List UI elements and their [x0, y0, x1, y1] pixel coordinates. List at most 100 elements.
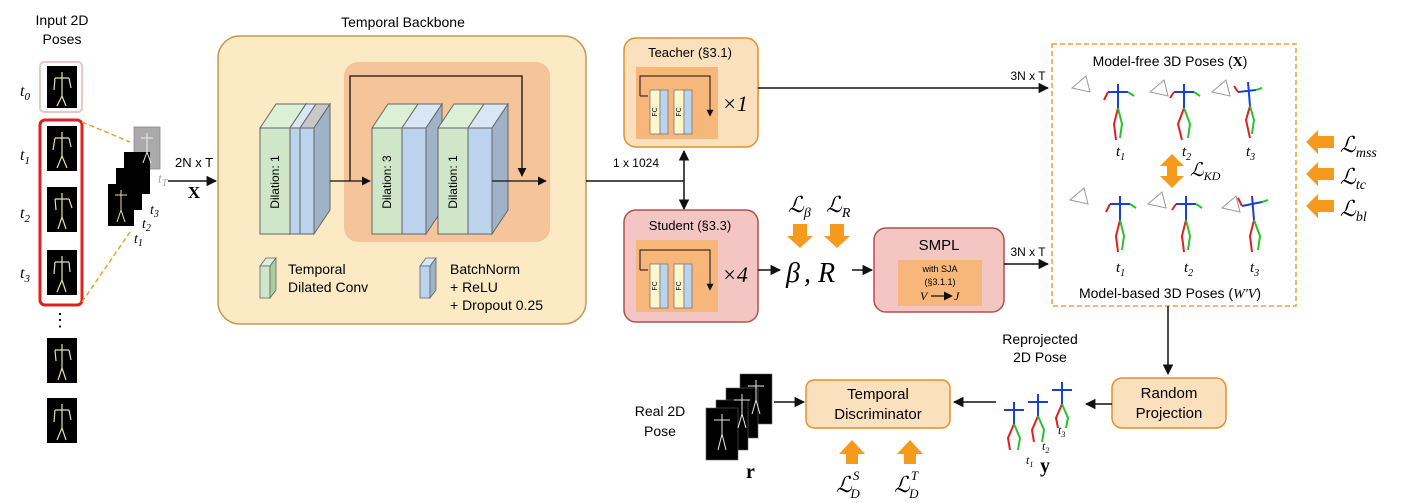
legend-bn: BatchNorm + ReLU + Dropout 0.25: [419, 256, 543, 313]
reprojected-line1: Reprojected: [1002, 331, 1078, 347]
mf-label-t3: t3: [1246, 144, 1255, 163]
reproj-label-t1: t1: [1026, 453, 1033, 469]
skip-connection: [349, 75, 527, 181]
svg-text:FC: FC: [676, 281, 683, 290]
loss-tc: ℒtc: [1340, 164, 1367, 193]
input-title-line2: Poses: [43, 31, 82, 47]
student-title: Student (§3.3): [649, 218, 731, 233]
input-skeletons: [52, 72, 73, 441]
edge-teacher-out: 3N x T: [1010, 69, 1046, 83]
smpl-inner-line1: with SJA: [921, 264, 957, 274]
teacher-title: Teacher (§3.1): [648, 45, 732, 60]
mb-label-t1: t1: [1116, 260, 1125, 279]
arrow-loss-bl: [1306, 194, 1334, 218]
legend-bn-line3: + Dropout 0.25: [450, 297, 543, 313]
legend-conv-line2: Dilated Conv: [288, 279, 368, 295]
down-arrow-beta: [787, 224, 813, 248]
reprojected-skeletons: [1004, 382, 1072, 451]
shape-pose-params: ℒβ ℒR β , R: [785, 192, 851, 289]
reprojected-pose: Reprojected 2D Pose t1 t2 t3 y: [1002, 331, 1078, 477]
block3-label: Dilation: 1: [446, 155, 460, 209]
reproj-label-t2: t2: [1042, 439, 1049, 455]
edge-input-var: X: [188, 183, 201, 202]
real-pose-var: r: [746, 461, 755, 483]
conv-block-2: Dilation: 3: [371, 102, 443, 236]
edge-smpl-out: 3N x T: [1010, 245, 1046, 259]
real-pose-line2: Pose: [644, 423, 676, 439]
svg-text:,: ,: [804, 258, 811, 289]
smpl-inner: [898, 260, 982, 306]
real-pose: Real 2D Pose r: [635, 373, 773, 483]
more-frames-dots: ⋮: [51, 310, 69, 330]
loss-bl: ℒbl: [1340, 196, 1367, 225]
frame-t0-highlight: [39, 61, 83, 113]
mf-label-t1: t1: [1116, 144, 1125, 163]
mb-label-t2: t2: [1184, 260, 1193, 279]
stack-label-tT: tT: [158, 172, 169, 189]
stack-label-t1: t1: [134, 232, 143, 249]
up-arrow-loss-t: [897, 440, 923, 464]
block1-label: Dilation: 1: [268, 155, 282, 209]
edge-input-dim: 2N x T: [175, 155, 213, 170]
projection-line2: Projection: [1136, 405, 1203, 422]
smpl-title: SMPL: [919, 237, 960, 254]
conv-block-3: Dilation: 1: [437, 102, 509, 236]
svg-text:FC: FC: [652, 281, 659, 290]
svg-text:FC: FC: [652, 107, 659, 116]
student-times: ×4: [722, 262, 748, 287]
stacked-input-frames: [108, 126, 161, 226]
conv-block-1: Dilation: 1: [259, 102, 331, 236]
legend-conv: Temporal Dilated Conv: [259, 256, 368, 300]
discriminator-line1: Temporal: [847, 386, 909, 403]
model-based-skeletons: [1105, 195, 1269, 253]
teacher-times: ×1: [722, 91, 748, 116]
smpl-v: V: [920, 289, 929, 303]
dashed-link-top: [81, 121, 131, 143]
dashed-link-bottom: [81, 231, 131, 303]
label-t2: t2: [20, 205, 30, 225]
model-based-title: Model-based 3D Poses (W′V): [1079, 285, 1261, 302]
stack-label-t2: t2: [142, 217, 151, 234]
reprojected-var: y: [1040, 455, 1050, 477]
loss-kd: ℒKD: [1190, 160, 1221, 183]
right-losses: ℒmss ℒtc ℒbl: [1306, 130, 1377, 225]
mb-label-t3: t3: [1250, 260, 1259, 279]
kd-double-arrow: [1160, 154, 1184, 188]
camera-icons: [1068, 75, 1241, 213]
legend-conv-line1: Temporal: [288, 261, 346, 277]
input-title-line1: Input 2D: [36, 12, 89, 28]
label-t0: t0: [20, 83, 30, 103]
smpl-inner-line2: (§3.1.1): [924, 277, 955, 287]
model-free-skeletons: [1103, 81, 1263, 141]
edge-backbone-out: 1 x 1024: [613, 156, 659, 170]
label-t1: t1: [20, 147, 30, 167]
input-poses-column: Input 2D Poses t0 t1 t2 t3 ⋮: [20, 12, 169, 443]
smpl-j: J: [954, 289, 960, 303]
real-pose-line1: Real 2D: [635, 403, 686, 419]
arrow-loss-mss: [1306, 130, 1334, 154]
legend-bn-line1: BatchNorm: [450, 261, 520, 277]
discriminator-line2: Discriminator: [834, 406, 922, 423]
reprojected-line2: 2D Pose: [1013, 349, 1067, 365]
smpl-module: SMPL with SJA (§3.1.1) V J: [873, 227, 1005, 313]
stack-label-t3: t3: [150, 203, 159, 220]
reproj-label-t3: t3: [1058, 423, 1065, 439]
block2-label: Dilation: 3: [380, 155, 394, 209]
temporal-backbone: Temporal Backbone Dilation: 1 Dilation: …: [217, 14, 587, 325]
model-free-title: Model-free 3D Poses (X): [1093, 53, 1248, 70]
mf-label-t2: t2: [1182, 144, 1191, 163]
loss-mss: ℒmss: [1340, 132, 1377, 161]
svg-text:FC: FC: [676, 107, 683, 116]
poses3d-box: Model-free 3D Poses (X) Model-based 3D P…: [1051, 43, 1297, 307]
teacher-module: Teacher (§3.1) FC FC ×1: [623, 37, 759, 148]
up-arrow-loss-s: [839, 440, 865, 464]
label-t3: t3: [20, 265, 30, 285]
backbone-title: Temporal Backbone: [341, 14, 465, 30]
selected-window-frame: [38, 118, 84, 307]
param-R: R: [817, 258, 835, 289]
student-module: Student (§3.3) FC FC ×4: [623, 209, 759, 323]
loss-R: ℒR: [826, 192, 851, 221]
